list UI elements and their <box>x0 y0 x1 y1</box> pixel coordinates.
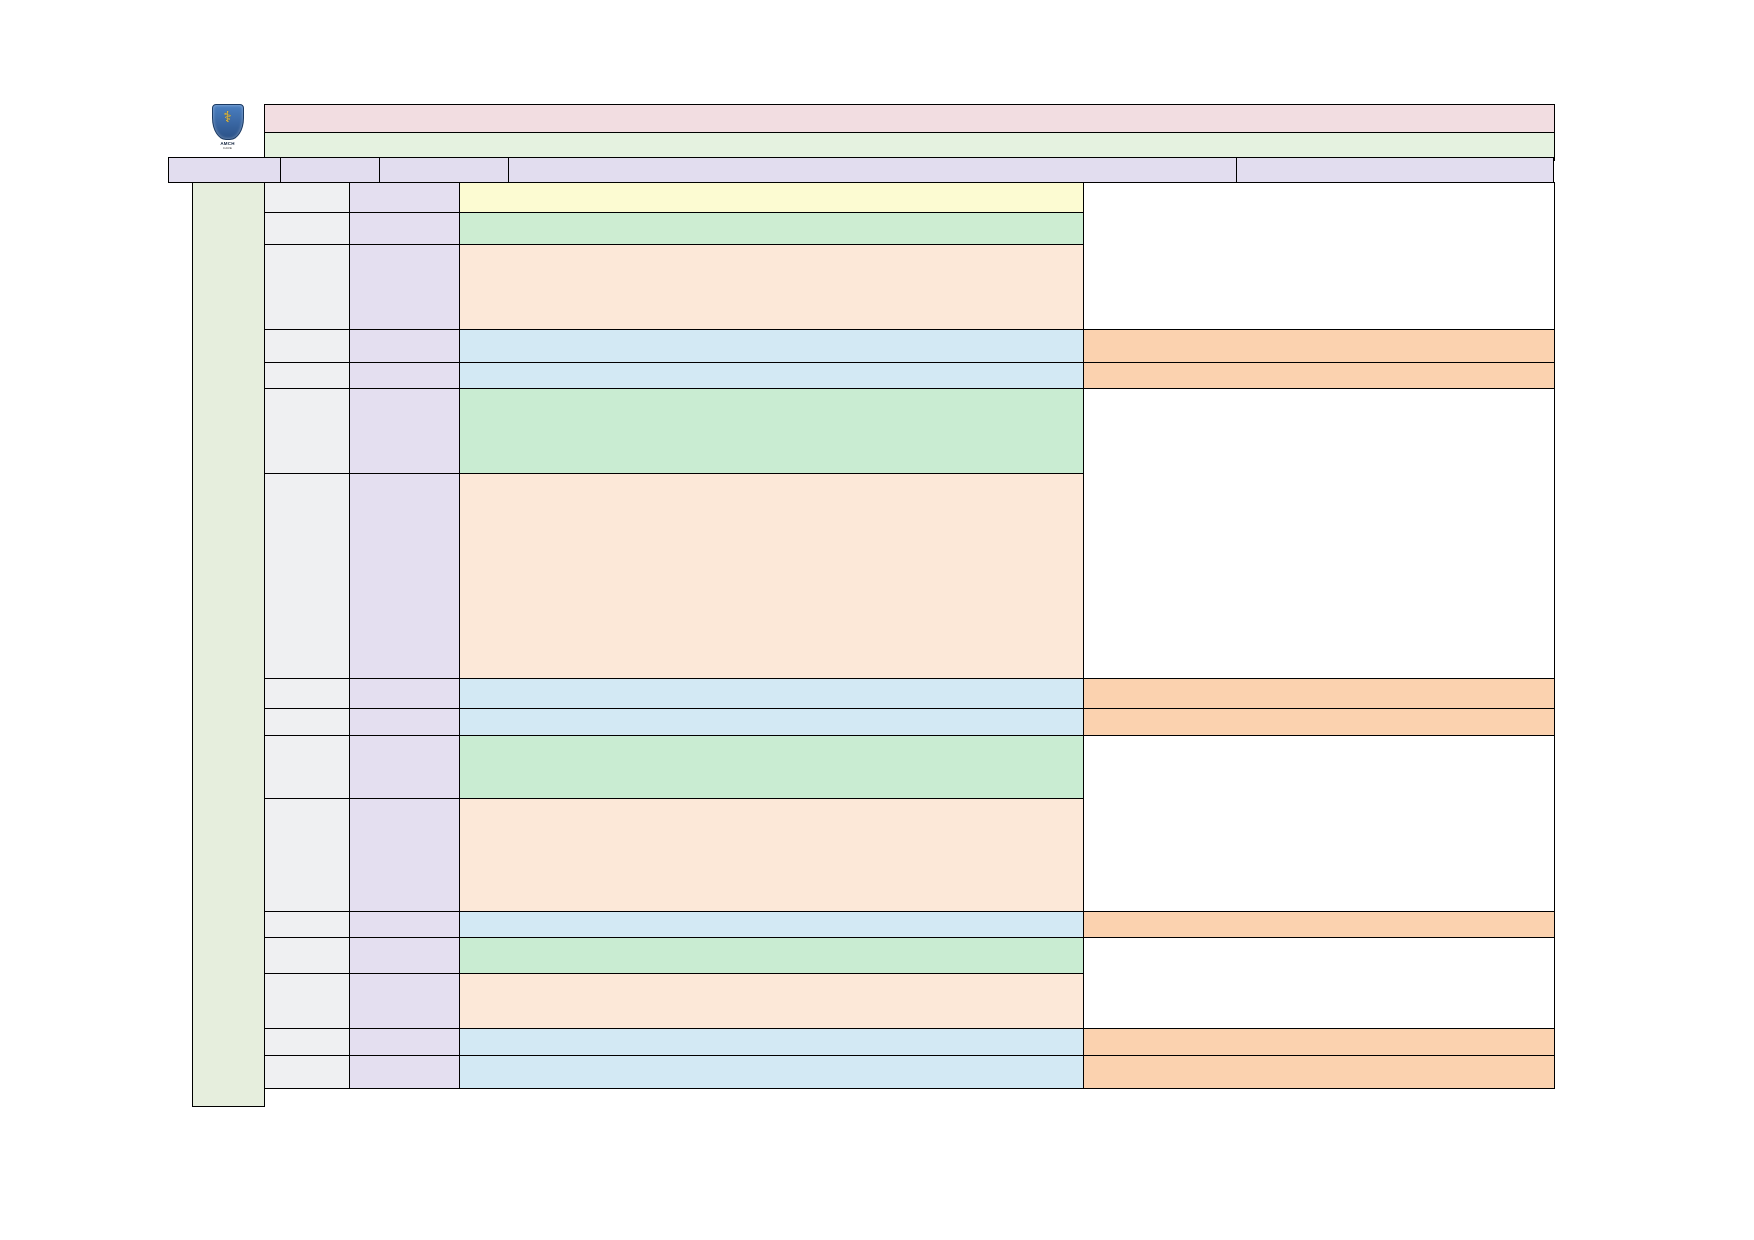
row-ref-cell <box>264 1055 350 1089</box>
row-ref-cell <box>264 329 350 363</box>
row-type-cell <box>349 212 460 245</box>
table-row[interactable] <box>264 973 1555 1029</box>
column-header-type <box>379 157 509 183</box>
row-ref-cell <box>264 388 350 474</box>
row-type-cell <box>349 329 460 363</box>
row-status-cell[interactable] <box>1083 708 1555 736</box>
row-status-cell[interactable] <box>1083 1055 1555 1089</box>
shield-caduceus-icon: ⚕ <box>211 104 244 140</box>
row-type-cell <box>349 473 460 679</box>
row-detail-cell[interactable] <box>459 735 1084 799</box>
row-status-cell[interactable] <box>1083 937 1555 1029</box>
row-ref-cell <box>264 678 350 709</box>
table-row[interactable] <box>264 182 1555 330</box>
row-type-cell <box>349 735 460 799</box>
row-detail-cell[interactable] <box>459 362 1084 389</box>
logo-subtitle: CARE <box>222 146 233 150</box>
row-type-cell <box>349 678 460 709</box>
column-header-ref <box>280 157 381 183</box>
row-ref-cell <box>264 244 350 330</box>
row-detail-cell[interactable] <box>459 1028 1084 1056</box>
caduceus-glyph: ⚕ <box>223 109 232 126</box>
row-type-cell <box>349 182 460 213</box>
row-type-cell <box>349 244 460 330</box>
row-ref-cell <box>264 473 350 679</box>
row-type-cell <box>349 362 460 389</box>
row-detail-cell[interactable] <box>459 678 1084 709</box>
logo-title: AMCH <box>220 141 235 146</box>
column-header-status <box>1236 157 1554 183</box>
requirements-table <box>264 182 1555 1089</box>
row-detail-cell[interactable] <box>459 473 1084 679</box>
row-detail-cell[interactable] <box>459 708 1084 736</box>
row-detail-cell[interactable] <box>459 973 1084 1029</box>
row-status-cell[interactable] <box>1083 1028 1555 1056</box>
row-detail-cell[interactable] <box>459 212 1084 245</box>
row-status-cell[interactable] <box>1083 735 1555 912</box>
row-type-cell <box>349 388 460 474</box>
row-type-cell <box>349 798 460 912</box>
column-header-row <box>167 157 1554 183</box>
document-subtitle-cell <box>264 132 1555 161</box>
title-banner-table <box>264 104 1555 161</box>
table-row[interactable] <box>264 473 1555 679</box>
row-ref-cell <box>264 937 350 974</box>
table-row[interactable] <box>264 388 1555 679</box>
row-detail-cell[interactable] <box>459 329 1084 363</box>
row-status-cell[interactable] <box>1083 182 1555 330</box>
table-row[interactable] <box>264 362 1555 389</box>
row-ref-cell <box>264 708 350 736</box>
table-row[interactable] <box>264 1028 1555 1056</box>
table-row[interactable] <box>264 798 1555 912</box>
row-type-cell <box>349 1055 460 1089</box>
table-row[interactable] <box>264 708 1555 736</box>
table-row[interactable] <box>264 735 1555 912</box>
row-status-cell[interactable] <box>1083 329 1555 363</box>
table-row[interactable] <box>264 678 1555 709</box>
table-row[interactable] <box>264 911 1555 938</box>
row-status-cell[interactable] <box>1083 388 1555 679</box>
row-type-cell <box>349 937 460 974</box>
row-status-cell[interactable] <box>1083 678 1555 709</box>
organization-logo: ⚕ AMCH CARE <box>191 104 264 161</box>
side-band-table <box>192 182 265 1107</box>
document-title-cell <box>264 104 1555 133</box>
row-ref-cell <box>264 735 350 799</box>
row-type-cell <box>349 708 460 736</box>
row-ref-cell <box>264 1028 350 1056</box>
table-row[interactable] <box>264 329 1555 363</box>
row-detail-cell[interactable] <box>459 911 1084 938</box>
row-detail-cell[interactable] <box>459 937 1084 974</box>
row-detail-cell[interactable] <box>459 388 1084 474</box>
row-detail-cell[interactable] <box>459 244 1084 330</box>
column-header-detail <box>507 157 1238 183</box>
table-row[interactable] <box>264 937 1555 1029</box>
row-detail-cell[interactable] <box>459 1055 1084 1089</box>
row-ref-cell <box>264 362 350 389</box>
side-band-label <box>192 182 265 1107</box>
row-ref-cell <box>264 182 350 213</box>
row-type-cell <box>349 973 460 1029</box>
row-status-cell[interactable] <box>1083 362 1555 389</box>
table-row[interactable] <box>264 244 1555 330</box>
row-detail-cell[interactable] <box>459 182 1084 213</box>
row-detail-cell[interactable] <box>459 798 1084 912</box>
row-status-cell[interactable] <box>1083 911 1555 938</box>
table-row[interactable] <box>264 1055 1555 1089</box>
row-type-cell <box>349 911 460 938</box>
row-ref-cell <box>264 911 350 938</box>
row-ref-cell <box>264 212 350 245</box>
row-ref-cell <box>264 798 350 912</box>
column-header-index <box>167 157 282 183</box>
table-row[interactable] <box>264 212 1555 245</box>
row-ref-cell <box>264 973 350 1029</box>
row-type-cell <box>349 1028 460 1056</box>
